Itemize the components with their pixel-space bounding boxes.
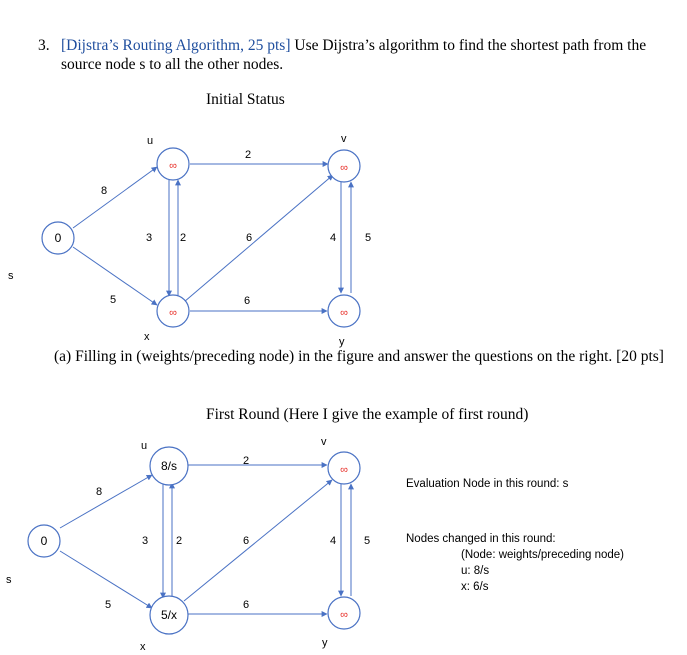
- node-x: [156, 294, 190, 328]
- question-body: [Dijstra’s Routing Algorithm, 25 pts] Us…: [61, 36, 661, 74]
- weight-y-v-r1: 5: [364, 535, 370, 547]
- question-text: Use Dijstra’s algorithm to find the shor…: [61, 37, 647, 73]
- node-v-r1: [327, 451, 361, 485]
- node-y-value: ∞: [340, 307, 348, 319]
- weight-u-x: 3: [146, 232, 152, 244]
- nodes-changed-title: Nodes changed in this round:: [406, 533, 556, 545]
- node-u-r1: [149, 446, 189, 486]
- weight-x-v: 6: [246, 232, 252, 244]
- node-y-r1: [327, 596, 361, 630]
- label-v: v: [341, 133, 347, 145]
- edge-x-v-r1: [183, 479, 333, 602]
- nodes-changed-item: x: 6/s: [461, 581, 489, 593]
- label-u-r1: u: [141, 440, 147, 452]
- weight-x-u: 2: [180, 232, 186, 244]
- nodes-changed-format: (Node: weights/preceding node): [461, 549, 625, 561]
- weight-y-v: 5: [365, 232, 371, 244]
- node-u-value: ∞: [169, 160, 177, 172]
- node-u: [156, 147, 190, 181]
- weight-u-v: 2: [245, 149, 251, 161]
- weight-x-v-r1: 6: [243, 535, 249, 547]
- node-s-value: 0: [55, 231, 62, 245]
- first-round-heading: First Round (Here I give the example of …: [206, 406, 529, 423]
- first-round-graph: 0 8/s ∞ 5/x ∞ s u v x 8 5 2 3 2 6 6 4 5: [6, 436, 370, 653]
- label-u: u: [147, 135, 153, 147]
- node-s-value-r1: 0: [41, 534, 48, 548]
- nodes-changed-item: u: 8/s: [461, 565, 490, 577]
- weight-s-u: 8: [101, 185, 107, 197]
- label-y-r1: y: [322, 637, 328, 649]
- question-number: 3.: [38, 37, 50, 54]
- node-u-value-r1: 8/s: [161, 459, 177, 473]
- weight-v-y: 4: [330, 232, 336, 244]
- node-x-value: ∞: [169, 307, 177, 319]
- node-y: [327, 294, 361, 328]
- node-y-value-r1: ∞: [340, 609, 348, 621]
- edge-s-x-r1: [59, 550, 153, 609]
- evaluation-node-text: Evaluation Node in this round: s: [406, 478, 569, 490]
- node-x-r1: [149, 595, 189, 635]
- node-x-value-r1: 5/x: [161, 608, 177, 622]
- weight-v-y-r1: 4: [330, 535, 336, 547]
- weight-x-y-r1: 6: [243, 599, 249, 611]
- node-s: [41, 221, 75, 255]
- label-x-r1: x: [140, 641, 146, 653]
- label-v-r1: v: [321, 436, 327, 448]
- node-v-value: ∞: [340, 162, 348, 174]
- label-x: x: [144, 331, 150, 340]
- node-v: [327, 149, 361, 183]
- part-a-text: (a) Filling in (weights/preceding node) …: [54, 348, 664, 365]
- weight-x-u-r1: 2: [176, 535, 182, 547]
- edge-s-u-r1: [59, 474, 153, 529]
- edge-s-x: [72, 246, 158, 306]
- initial-status-heading: Initial Status: [206, 91, 285, 108]
- question-tag: [Dijstra’s Routing Algorithm, 25 pts]: [61, 37, 291, 54]
- node-s-r1: [27, 524, 61, 558]
- weight-s-x-r1: 5: [105, 599, 111, 611]
- weight-u-x-r1: 3: [142, 535, 148, 547]
- edge-x-v: [183, 174, 334, 303]
- weight-s-u-r1: 8: [96, 486, 102, 498]
- weight-s-x: 5: [110, 294, 116, 306]
- weight-x-y: 6: [244, 295, 250, 307]
- node-v-value-r1: ∞: [340, 464, 348, 476]
- edge-s-u: [72, 166, 158, 229]
- label-s: s: [8, 270, 14, 282]
- label-s-r1: s: [6, 574, 12, 586]
- label-y: y: [339, 336, 345, 348]
- weight-u-v-r1: 2: [243, 455, 249, 467]
- initial-status-graph: 0 ∞ ∞ ∞ ∞ s u v x 8 5 2 3 2 6 6 4 5: [8, 133, 371, 340]
